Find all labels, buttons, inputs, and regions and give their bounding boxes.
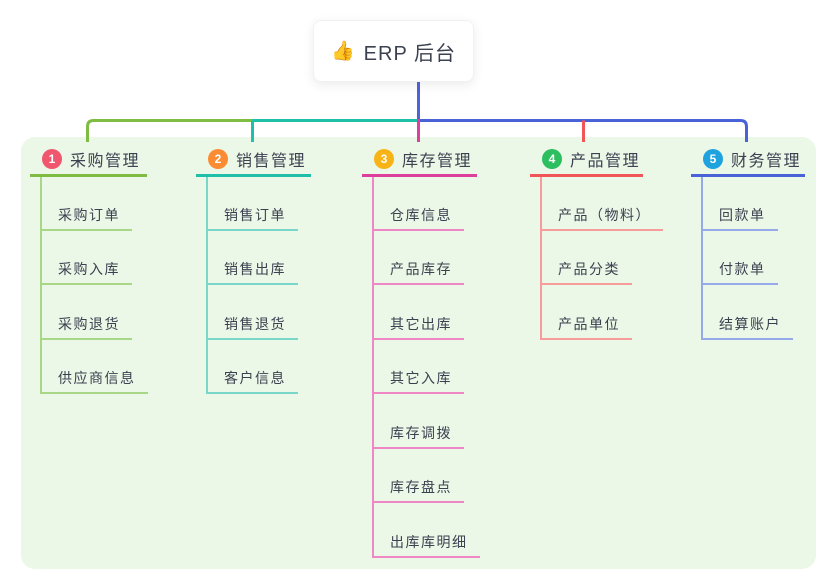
child-node[interactable]: 回款单 xyxy=(703,177,778,231)
child-label: 出库库明细 xyxy=(390,533,468,550)
branch-label: 财务管理 xyxy=(731,152,802,170)
branch-procurement: 1 采购管理 采购订单 采购入库 采购退货 供应商信息 xyxy=(30,143,148,394)
branch-node[interactable]: 5 财务管理 xyxy=(691,143,805,177)
branch-number-badge: 5 xyxy=(703,148,723,169)
child-label: 付款单 xyxy=(719,261,766,277)
child-label: 采购入库 xyxy=(58,261,120,277)
branch-children: 销售订单 销售出库 销售退货 客户信息 xyxy=(206,177,298,394)
branch-background-panel xyxy=(21,137,816,569)
child-node[interactable]: 库存调拨 xyxy=(374,394,464,449)
branch-children: 仓库信息 产品库存 其它出库 其它入库 库存调拨 库存盘点 出库库明细 xyxy=(372,177,480,558)
branch-children: 产品（物料） 产品分类 产品单位 xyxy=(540,177,663,340)
branch-products: 4 产品管理 产品（物料） 产品分类 产品单位 xyxy=(530,143,663,340)
child-label: 客户信息 xyxy=(224,370,286,386)
child-label: 库存调拨 xyxy=(390,424,452,441)
child-node[interactable]: 库存盘点 xyxy=(374,449,464,503)
child-label: 销售订单 xyxy=(224,206,286,223)
thumbs-up-icon: 👍 xyxy=(331,40,355,62)
branch-number-badge: 3 xyxy=(374,148,394,169)
branch-sales: 2 销售管理 销售订单 销售出库 销售退货 客户信息 xyxy=(196,143,311,394)
child-node[interactable]: 采购退货 xyxy=(42,285,132,340)
child-node[interactable]: 采购入库 xyxy=(42,231,132,285)
child-label: 仓库信息 xyxy=(390,206,452,223)
child-node[interactable]: 采购订单 xyxy=(42,177,132,231)
child-node[interactable]: 出库库明细 xyxy=(374,503,480,558)
child-label: 产品分类 xyxy=(558,261,620,277)
branch-label: 产品管理 xyxy=(570,152,641,170)
child-node[interactable]: 销售订单 xyxy=(208,177,298,231)
child-node[interactable]: 供应商信息 xyxy=(42,340,148,394)
branch-number-badge: 4 xyxy=(542,148,562,169)
child-node[interactable]: 结算账户 xyxy=(703,285,793,340)
branch-label: 库存管理 xyxy=(402,152,473,170)
child-node[interactable]: 销售出库 xyxy=(208,231,298,285)
child-node[interactable]: 产品分类 xyxy=(542,231,632,285)
branch-number-badge: 2 xyxy=(208,148,228,169)
branch-finance: 5 财务管理 回款单 付款单 结算账户 xyxy=(691,143,805,340)
child-label: 销售退货 xyxy=(224,315,286,332)
child-label: 产品单位 xyxy=(558,315,620,332)
branch-children: 采购订单 采购入库 采购退货 供应商信息 xyxy=(40,177,148,394)
child-label: 其它入库 xyxy=(390,370,452,386)
child-label: 产品库存 xyxy=(390,261,452,277)
branch-node[interactable]: 2 销售管理 xyxy=(196,143,311,177)
child-label: 回款单 xyxy=(719,206,766,223)
child-label: 采购退货 xyxy=(58,315,120,332)
child-node[interactable]: 产品单位 xyxy=(542,285,632,340)
child-label: 结算账户 xyxy=(719,315,781,332)
child-node[interactable]: 其它入库 xyxy=(374,340,464,394)
child-label: 供应商信息 xyxy=(58,370,136,386)
child-node[interactable]: 客户信息 xyxy=(208,340,298,394)
branch-inventory: 3 库存管理 仓库信息 产品库存 其它出库 其它入库 库存调拨 库存盘点 出库库… xyxy=(362,143,480,558)
child-label: 产品（物料） xyxy=(558,206,651,223)
branch-label: 销售管理 xyxy=(236,152,307,170)
child-node[interactable]: 仓库信息 xyxy=(374,177,464,231)
branch-node[interactable]: 4 产品管理 xyxy=(530,143,643,177)
child-label: 采购订单 xyxy=(58,206,120,223)
branch-label: 采购管理 xyxy=(70,152,141,170)
child-node[interactable]: 产品库存 xyxy=(374,231,464,285)
child-label: 销售出库 xyxy=(224,261,286,277)
child-node[interactable]: 销售退货 xyxy=(208,285,298,340)
child-node[interactable]: 其它出库 xyxy=(374,285,464,340)
branch-node[interactable]: 1 采购管理 xyxy=(30,143,147,177)
root-node[interactable]: 👍 ERP 后台 xyxy=(313,20,474,82)
child-node[interactable]: 产品（物料） xyxy=(542,177,663,231)
child-node[interactable]: 付款单 xyxy=(703,231,778,285)
branch-number-badge: 1 xyxy=(42,148,62,169)
branch-children: 回款单 付款单 结算账户 xyxy=(701,177,793,340)
child-label: 其它出库 xyxy=(390,315,452,332)
branch-node[interactable]: 3 库存管理 xyxy=(362,143,477,177)
root-node-title: ERP 后台 xyxy=(363,42,456,65)
child-label: 库存盘点 xyxy=(390,479,452,495)
